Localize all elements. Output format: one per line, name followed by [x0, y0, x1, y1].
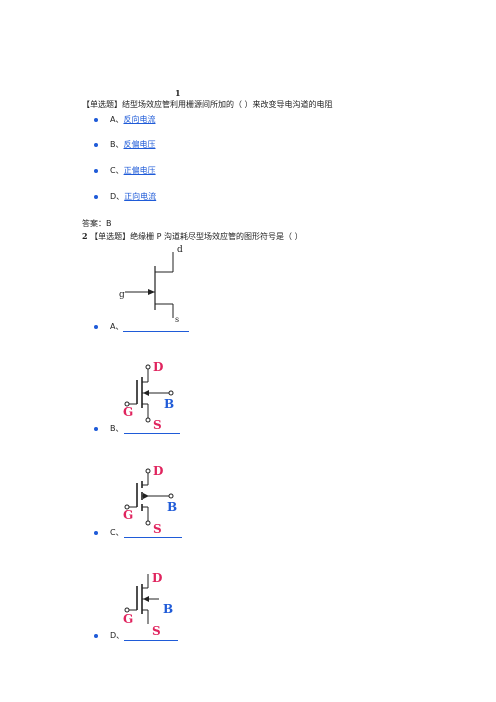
option-label: A、	[110, 115, 124, 124]
source-terminal	[145, 417, 151, 423]
body-arrow-icon	[143, 596, 149, 602]
body-arrow-icon	[143, 493, 149, 499]
bullet-icon	[94, 633, 98, 638]
pin-d: D	[153, 360, 163, 374]
pin-d: D	[152, 571, 162, 585]
q2-option-c[interactable]: C、	[94, 527, 182, 538]
label-s: s	[175, 315, 179, 324]
figure-c-symbol: D G B S	[123, 464, 177, 533]
bullet-icon	[94, 194, 98, 199]
figure-a-symbol: d g s	[119, 245, 183, 324]
body-terminal	[168, 493, 174, 499]
pin-g: G	[123, 508, 133, 522]
q1-option-d[interactable]: D、 正向电流	[94, 191, 156, 202]
pin-b: B	[164, 397, 174, 411]
question-2-text: 【单选题】绝缘栅 P 沟道耗尽型场效应管的图形符号是（ ）	[90, 232, 303, 241]
option-text[interactable]: 正偏电压	[123, 166, 156, 175]
option-text[interactable]: 正向电流	[124, 192, 157, 201]
q1-option-b[interactable]: B、 反偏电压	[94, 139, 156, 150]
bullet-icon	[94, 117, 98, 122]
bullet-icon	[94, 324, 98, 329]
gate-arrow-icon	[148, 289, 155, 295]
gate-terminal	[124, 401, 130, 407]
drain-terminal	[145, 468, 151, 474]
q2-option-a[interactable]: A、	[94, 321, 190, 332]
pin-s: S	[152, 624, 161, 638]
pin-b: B	[163, 602, 173, 616]
bullet-icon	[94, 142, 98, 147]
option-label: B、	[110, 424, 124, 433]
body-terminal	[168, 390, 174, 396]
question-2-number: 2	[82, 231, 88, 241]
figure-d-symbol: D G B S	[123, 571, 173, 638]
pin-d: D	[153, 464, 163, 478]
q1-option-c[interactable]: C、 正偏电压	[94, 165, 156, 176]
q1-option-a[interactable]: A、 反向电流	[94, 114, 155, 125]
option-text[interactable]: 反向电流	[123, 115, 156, 124]
option-label: C、	[110, 166, 124, 175]
q1-answer: 答案：B	[82, 219, 112, 228]
question-2-row: 2 【单选题】绝缘栅 P 沟道耗尽型场效应管的图形符号是（ ）	[82, 231, 303, 242]
option-blank[interactable]	[124, 631, 179, 641]
figure-b-symbol: D G B S	[123, 360, 174, 430]
option-label: A、	[110, 322, 124, 331]
option-blank[interactable]	[123, 424, 180, 434]
q2-option-d[interactable]: D、	[94, 630, 179, 641]
question-1-number: 1	[175, 88, 181, 98]
option-label: D、	[110, 192, 125, 201]
body-arrow-icon	[143, 390, 149, 396]
option-text[interactable]: 反偏电压	[123, 140, 156, 149]
gate-terminal	[124, 607, 130, 613]
option-label: B、	[110, 140, 124, 149]
pin-g: G	[123, 612, 133, 626]
drain-terminal	[145, 364, 151, 370]
pin-g: G	[123, 405, 133, 419]
gate-terminal	[124, 504, 130, 510]
pin-s: S	[153, 522, 162, 533]
bullet-icon	[94, 530, 98, 535]
option-label: C、	[110, 528, 124, 537]
option-blank[interactable]	[123, 322, 190, 332]
label-d: d	[177, 245, 183, 255]
bullet-icon	[94, 426, 98, 431]
pin-b: B	[167, 500, 177, 514]
pin-s: S	[153, 418, 162, 430]
source-terminal	[145, 520, 151, 526]
option-label: D、	[110, 631, 125, 640]
bullet-icon	[94, 168, 98, 173]
label-g: g	[119, 290, 125, 300]
option-blank[interactable]	[123, 528, 182, 538]
question-1-text: 【单选题】结型场效应管利用栅源间所加的（ ）来改变导电沟道的电阻	[82, 100, 333, 109]
q2-option-b[interactable]: B、	[94, 423, 180, 434]
